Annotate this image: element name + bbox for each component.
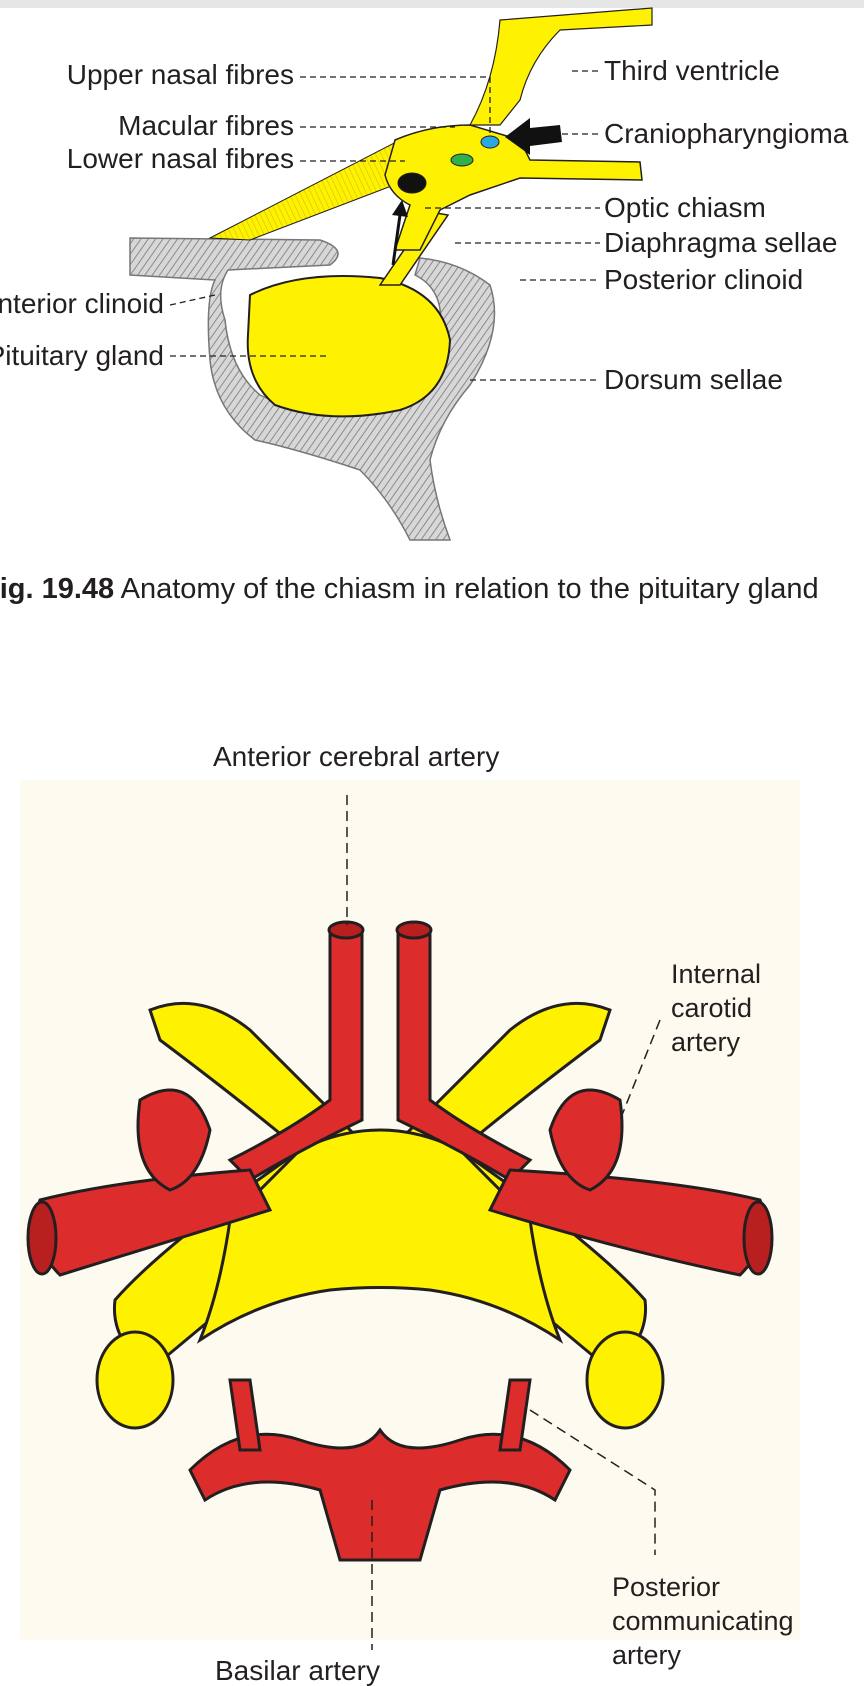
label-diaphragma-sellae: Diaphragma sellae — [604, 227, 838, 258]
caption-number: Fig. 19.48 — [0, 573, 115, 605]
carotid-loop-left — [136, 1088, 212, 1192]
label-craniopharyngioma: Craniopharyngioma — [604, 118, 849, 149]
label-optic-chiasm: Optic chiasm — [604, 192, 766, 223]
optic-pathway — [112, 1001, 648, 1372]
label-pituitary-gland: Pituitary gland — [0, 340, 164, 371]
figure-caption: Fig. 19.48 Anatomy of the chiasm in rela… — [0, 570, 864, 608]
left-optic-stump — [95, 1330, 175, 1430]
basilar-artery — [188, 1427, 572, 1562]
chiasm-diagram — [129, 7, 653, 541]
label-anterior-clinoid: Anterior clinoid — [0, 288, 164, 319]
pituitary-gland — [246, 275, 452, 418]
carotid-loop-right — [548, 1088, 624, 1192]
upper-nasal-dot — [480, 135, 500, 149]
label-posterior-communicating-artery: Posterior communicating artery — [612, 1572, 794, 1670]
macular-dot — [450, 153, 474, 167]
optic-chiasm — [384, 124, 643, 251]
posterior-communicating-left — [228, 1378, 262, 1452]
arteries — [34, 933, 766, 1562]
label-third-ventricle: Third ventricle — [604, 55, 780, 86]
label-lower-nasal-fibres: Lower nasal fibres — [66, 143, 294, 174]
sella-bone — [129, 237, 496, 541]
label-anterior-cerebral-artery: Anterior cerebral artery — [213, 741, 500, 772]
label-posterior-clinoid: Posterior clinoid — [604, 264, 804, 295]
lower-nasal-dot — [397, 172, 427, 194]
label-dorsum-sellae: Dorsum sellae — [604, 364, 783, 395]
label-basilar-artery: Basilar artery — [215, 1655, 380, 1686]
top-border — [0, 0, 864, 8]
label-internal-carotid-artery: Internal carotid artery — [671, 959, 762, 1057]
tumour-arrow — [505, 118, 562, 155]
right-optic-stump — [585, 1330, 665, 1430]
label-upper-nasal-fibres: Upper nasal fibres — [66, 59, 294, 90]
posterior-communicating-right — [498, 1378, 532, 1452]
third-ventricle — [468, 7, 653, 126]
label-macular-fibres: Macular fibres — [118, 110, 294, 141]
caption-text: Anatomy of the chiasm in relation to the… — [120, 573, 819, 605]
